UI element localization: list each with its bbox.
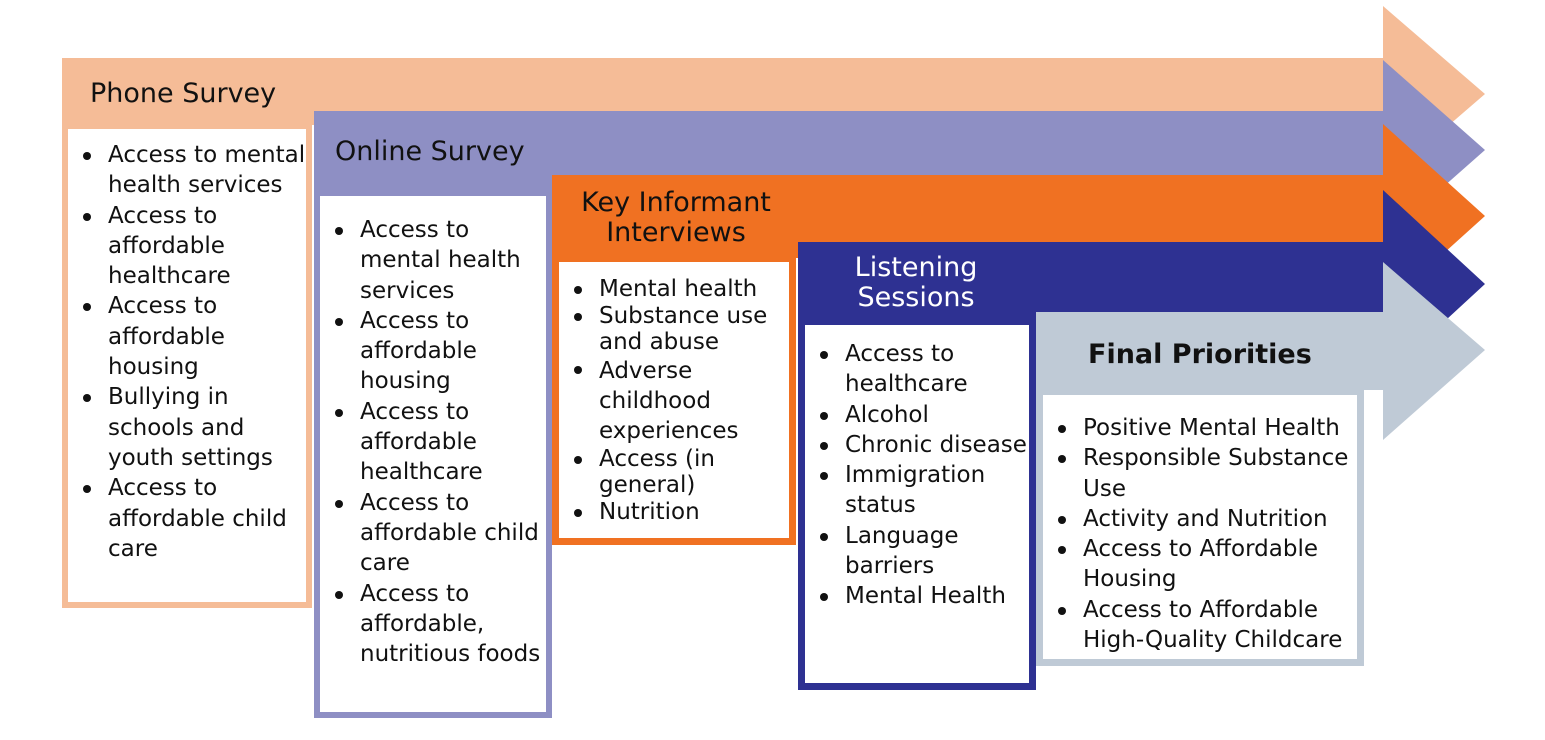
- list-item: Alcohol: [805, 400, 1029, 430]
- list-item: Access (in general): [559, 446, 789, 499]
- final-priorities-title: Final Priorities: [1088, 339, 1312, 370]
- list-item-text: Language barriers: [845, 522, 959, 580]
- final-priorities-list: Positive Mental Health Responsible Subst…: [1043, 413, 1357, 655]
- list-item: Bullying in schools and youth settings: [68, 382, 306, 473]
- list-item: Access to mental health services: [320, 215, 546, 306]
- final-priorities-box: Positive Mental Health Responsible Subst…: [1036, 388, 1364, 666]
- list-item-text: Substance use and abuse: [599, 302, 768, 356]
- listening-sessions-box: Access to healthcare Alcohol Chronic dis…: [798, 318, 1036, 690]
- list-item: Adverse childhood experiences: [559, 356, 789, 446]
- list-item-text: Activity and Nutrition: [1083, 505, 1328, 532]
- final-priorities-arrow: [1036, 262, 1485, 440]
- list-item: Chronic disease: [805, 430, 1029, 460]
- list-item-text: Adverse childhood experiences: [599, 357, 739, 444]
- list-item: Access to affordable healthcare: [320, 397, 546, 488]
- list-item: Access to affordable child care: [320, 488, 546, 579]
- key-informant-box: Mental health Substance use and abuse Ad…: [552, 255, 796, 545]
- phone-survey-arrow: [62, 6, 1485, 182]
- list-item-text: Access to affordable housing: [360, 307, 477, 395]
- list-item: Access to affordable, nutritious foods: [320, 579, 546, 670]
- list-item-text: Nutrition: [599, 498, 700, 525]
- list-item-text: Access to affordable healthcare: [360, 398, 483, 486]
- online-survey-title: Online Survey: [335, 136, 525, 167]
- list-item-text: Chronic disease: [845, 431, 1027, 458]
- list-item-text: Bullying in schools and youth settings: [108, 384, 273, 471]
- list-item: Access to affordable housing: [320, 306, 546, 397]
- list-item-text: Responsible Substance Use: [1083, 445, 1349, 502]
- list-item: Access to Affordable High-Quality Childc…: [1043, 595, 1357, 656]
- key-informant-arrow: [552, 124, 1485, 308]
- online-survey-box: Access to mental health services Access …: [314, 190, 552, 718]
- list-item-text: Access to affordable child care: [360, 489, 539, 577]
- phone-survey-title: Phone Survey: [90, 78, 277, 109]
- list-item: Substance use and abuse: [559, 303, 789, 356]
- list-item: Immigration status: [805, 460, 1029, 521]
- list-item: Access to Affordable Housing: [1043, 534, 1357, 595]
- list-item-text: Immigration status: [845, 462, 986, 519]
- list-item: Access to healthcare: [805, 339, 1029, 400]
- list-item-text: Access (in general): [599, 445, 715, 499]
- list-item-text: Mental health: [599, 276, 758, 302]
- list-item-text: Access to Affordable Housing: [1083, 536, 1318, 593]
- list-item: Mental health: [559, 276, 789, 303]
- list-item-text: Access to affordable housing: [108, 293, 225, 381]
- listening-sessions-arrow: [798, 190, 1485, 378]
- list-item-text: Access to affordable, nutritious foods: [360, 580, 541, 668]
- list-item-text: Mental Health: [845, 583, 1006, 610]
- list-item-text: Access to Affordable High-Quality Childc…: [1083, 596, 1343, 654]
- list-item: Activity and Nutrition: [1043, 504, 1357, 534]
- list-item: Mental Health: [805, 581, 1029, 611]
- phone-survey-box: Access to mental health services Access …: [62, 123, 312, 608]
- list-item-text: Access to affordable child care: [108, 475, 287, 562]
- list-item-text: Positive Mental Health: [1083, 415, 1340, 441]
- key-informant-list: Mental health Substance use and abuse Ad…: [559, 276, 789, 525]
- key-informant-title: Key Informant Interviews: [581, 187, 771, 248]
- list-item-text: Access to mental health services: [108, 142, 306, 199]
- online-survey-list: Access to mental health services Access …: [320, 215, 546, 669]
- list-item: Access to affordable healthcare: [68, 201, 306, 292]
- list-item: Access to affordable housing: [68, 291, 306, 382]
- list-item-text: Alcohol: [845, 401, 929, 428]
- list-item-text: Access to healthcare: [845, 341, 968, 398]
- list-item-text: Access to affordable healthcare: [108, 202, 231, 290]
- listening-sessions-title: Listening Sessions: [854, 252, 978, 313]
- list-item: Access to affordable child care: [68, 473, 306, 564]
- list-item: Access to mental health services: [68, 140, 306, 201]
- list-item: Responsible Substance Use: [1043, 443, 1357, 504]
- listening-sessions-list: Access to healthcare Alcohol Chronic dis…: [805, 339, 1029, 612]
- list-item: Language barriers: [805, 521, 1029, 582]
- list-item-text: Access to mental health services: [360, 217, 521, 304]
- list-item: Nutrition: [559, 499, 789, 526]
- online-survey-arrow: [314, 60, 1485, 240]
- list-item: Positive Mental Health: [1043, 413, 1357, 443]
- phone-survey-list: Access to mental health services Access …: [68, 140, 306, 564]
